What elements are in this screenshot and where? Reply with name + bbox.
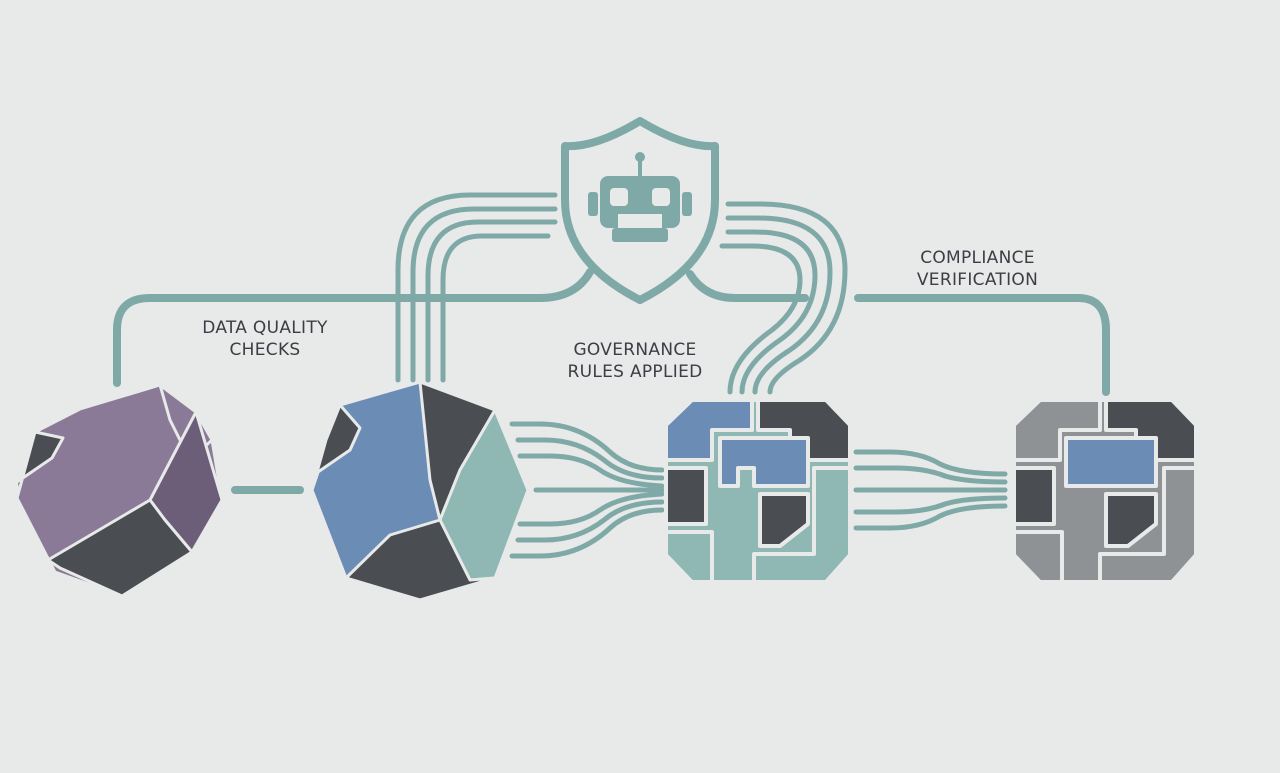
teal-interlocked-block-icon — [664, 398, 852, 584]
governance-label-line2: RULES APPLIED — [567, 362, 703, 382]
purple-polyhedron-icon — [15, 383, 224, 598]
shield-robot-icon — [561, 117, 719, 304]
bundle-left-arch — [395, 192, 558, 383]
data-quality-label-line2: CHECKS — [229, 340, 301, 360]
data-quality-label: DATA QUALITY CHECKS — [180, 317, 350, 361]
data-quality-label-line1: DATA QUALITY — [202, 318, 328, 338]
gray-interlocked-block-icon — [1012, 398, 1198, 584]
connector-lines — [113, 192, 1110, 559]
rail-compliance — [686, 270, 1110, 396]
governance-label: GOVERNANCE RULES APPLIED — [555, 339, 715, 383]
compliance-label-line2: VERIFICATION — [916, 270, 1039, 290]
bundle-blue-teal — [509, 421, 665, 559]
bundle-right-arch — [719, 201, 848, 395]
compliance-label: COMPLIANCE VERIFICATION — [895, 247, 1060, 291]
compliance-label-line1: COMPLIANCE — [920, 248, 1035, 268]
rail-data-quality — [113, 268, 594, 387]
blue-polyhedron-icon — [310, 380, 530, 602]
governance-label-line1: GOVERNANCE — [573, 340, 697, 360]
robot-icon — [588, 152, 692, 242]
bundle-teal-gray — [853, 449, 1008, 531]
